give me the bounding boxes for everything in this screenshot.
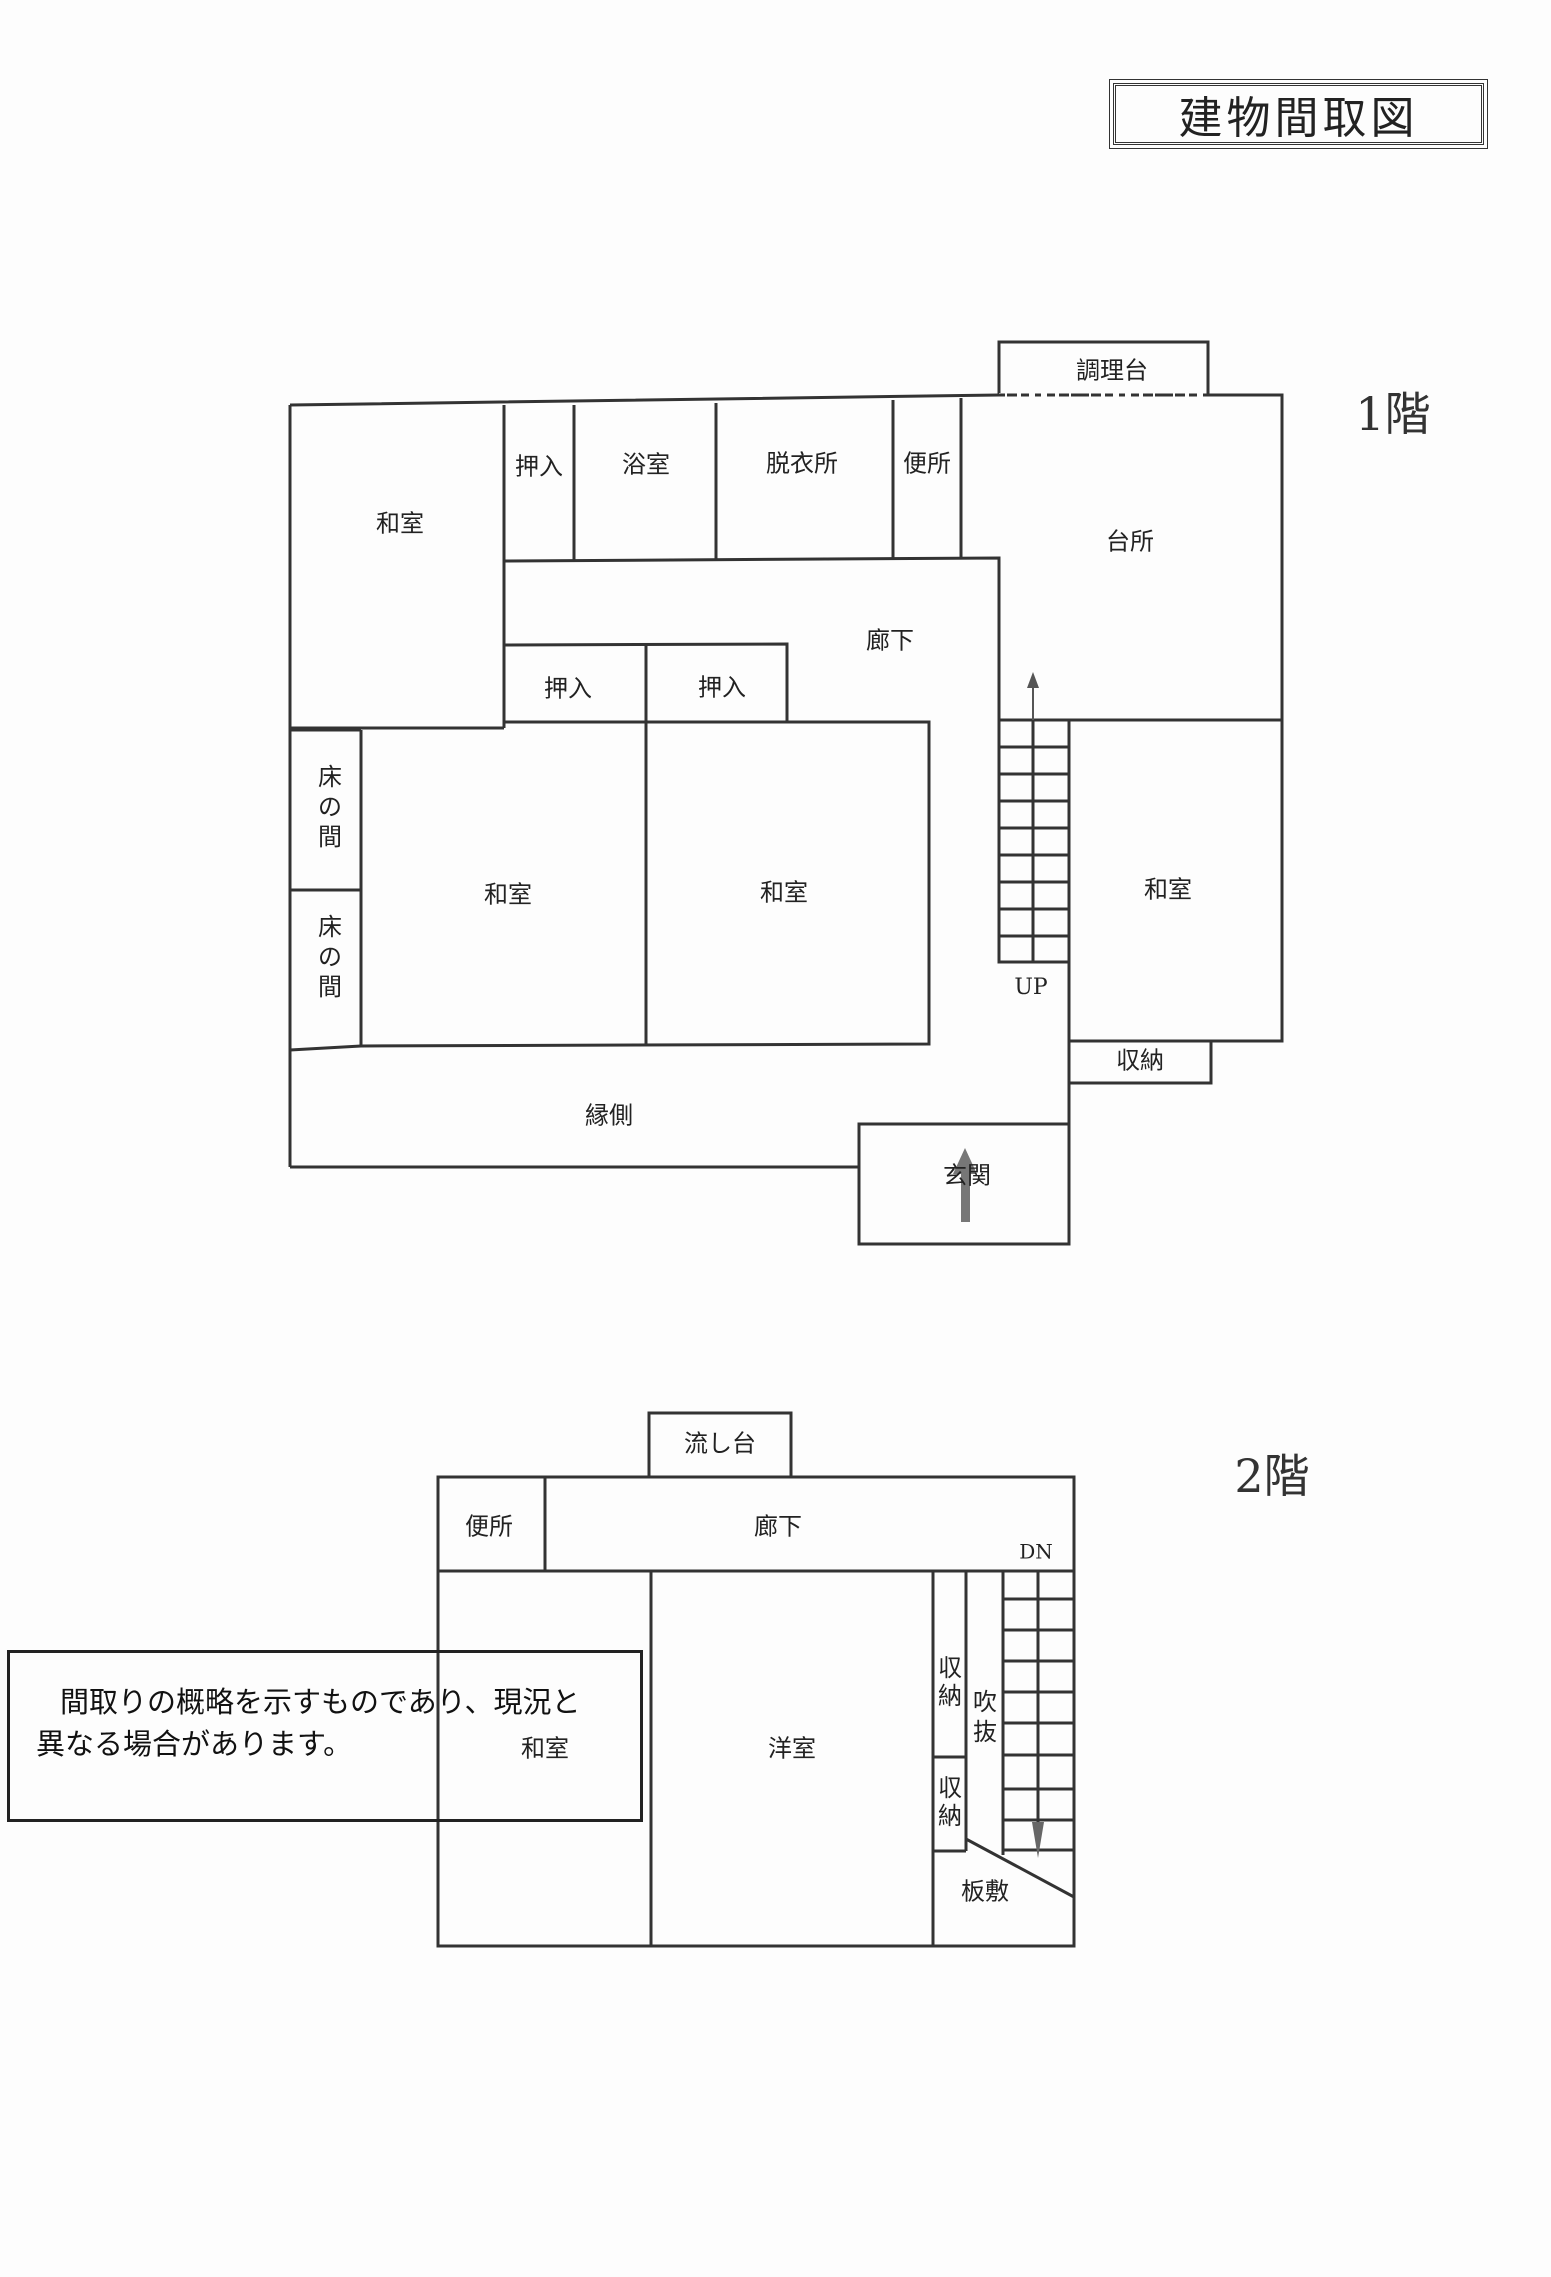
- room-oshiire-a: 押入: [544, 675, 592, 703]
- svg-text:収: 収: [938, 1774, 962, 1802]
- room-oshiire-top: 押入: [515, 453, 563, 481]
- room-shuno-b: 収 納: [938, 1774, 962, 1830]
- room-shuno-1f: 収納: [1116, 1047, 1164, 1075]
- room-fukinuke: 吹 抜: [973, 1688, 997, 1746]
- svg-text:の: の: [318, 793, 342, 821]
- room-choritai: 調理台: [1076, 357, 1148, 385]
- svg-text:床: 床: [318, 913, 342, 941]
- room-itajiki: 板敷: [961, 1878, 1009, 1906]
- floor1-walls: [288, 340, 1284, 1246]
- room-washitsu-2f: 和室: [521, 1735, 569, 1763]
- floor2-label: 2階: [1234, 1449, 1309, 1503]
- stair-up-label: UP: [1014, 975, 1048, 1000]
- svg-text:吹: 吹: [973, 1688, 997, 1716]
- floor1-label: 1階: [1355, 387, 1430, 441]
- svg-text:納: 納: [938, 1682, 962, 1710]
- svg-text:間: 間: [318, 973, 342, 1001]
- document-title: 建物間取図: [1109, 79, 1488, 149]
- room-roka-2f: 廊下: [754, 1513, 802, 1541]
- stair-down-label: DN: [1019, 1540, 1053, 1564]
- room-roka-1f: 廊下: [866, 627, 914, 655]
- stair-down-arrow-icon: [1032, 1822, 1044, 1858]
- room-shuno-a: 収 納: [938, 1654, 962, 1710]
- svg-text:の: の: [318, 943, 342, 971]
- room-engawa: 縁側: [585, 1102, 633, 1130]
- room-oshiire-b: 押入: [698, 674, 746, 702]
- room-benjo-1f: 便所: [903, 450, 951, 478]
- room-yokushitsu: 浴室: [622, 451, 670, 479]
- room-washitsu-e: 和室: [1144, 876, 1192, 904]
- room-yoshitsu: 洋室: [768, 1735, 816, 1763]
- disclaimer-note: 間取りの概略を示すものであり、現況と 異なる場合があります。: [7, 1650, 643, 1822]
- room-daidokoro: 台所: [1106, 528, 1154, 556]
- svg-text:収: 収: [938, 1654, 962, 1682]
- room-tokonoma-b: 床 の 間: [318, 913, 342, 1001]
- stair-up-arrow-icon: [1027, 672, 1039, 688]
- floor2-stair-treads: [1003, 1571, 1074, 1852]
- room-benjo-2f: 便所: [465, 1513, 513, 1541]
- floor1-stair-treads: [999, 720, 1069, 962]
- room-washitsu-nw: 和室: [376, 510, 424, 538]
- disclaimer-line-2: 異なる場合があります。: [36, 1727, 353, 1761]
- svg-text:床: 床: [318, 763, 342, 791]
- room-washitsu-a: 和室: [484, 881, 532, 909]
- svg-text:間: 間: [318, 823, 342, 851]
- svg-text:抜: 抜: [973, 1718, 997, 1746]
- entrance-arrow-icon: [953, 1148, 977, 1222]
- room-nagashidai: 流し台: [684, 1430, 756, 1458]
- svg-text:納: 納: [938, 1802, 962, 1830]
- room-tokonoma-a: 床 の 間: [318, 763, 342, 851]
- room-genkan-label: 玄関: [943, 1162, 991, 1190]
- floor2-walls: [436, 1411, 1076, 1948]
- disclaimer-line-1: 間取りの概略を示すものであり、現況と: [60, 1685, 581, 1719]
- room-washitsu-b: 和室: [760, 879, 808, 907]
- room-datsuisho: 脱衣所: [766, 450, 838, 478]
